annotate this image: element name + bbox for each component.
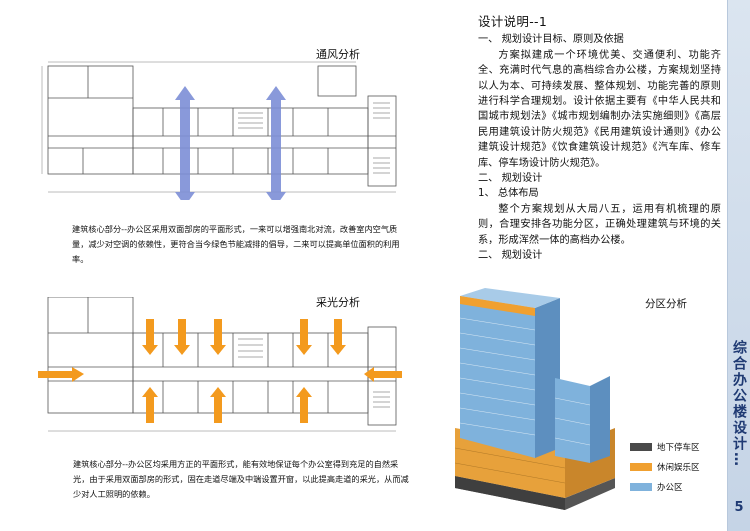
legend-label-parking: 地下停车区	[657, 443, 700, 453]
section-heading-planning-2: 二、 规划设计	[478, 250, 543, 262]
page-number: 5	[734, 500, 744, 515]
plan-top-annex	[317, 65, 357, 97]
legend-label-leisure: 休闲娱乐区	[657, 463, 700, 473]
ventilation-plan-drawing	[41, 61, 397, 200]
ventilation-floor-plan	[38, 58, 438, 200]
lighting-plan-drawing	[38, 297, 402, 432]
design-description: 设计说明--1 一、 规划设计目标、原则及依据 方案拟建成一个环境优美、交通便利…	[478, 14, 721, 264]
legend-item-leisure: 休闲娱乐区	[630, 461, 730, 473]
legend-label-office: 办公区	[657, 483, 683, 493]
ventilation-caption: 建筑核心部分--办公区采用双面部房的平面形式，一来可以增强南北对流，改善室内空气…	[72, 224, 400, 264]
zoning-building-illustration	[455, 288, 620, 523]
zoning-title: 分区分析	[645, 298, 687, 310]
legend-item-office: 办公区	[630, 481, 730, 493]
section-heading-goals: 一、 规划设计目标、原则及依据	[478, 34, 624, 46]
ventilation-title: 通风分析	[316, 48, 360, 61]
paragraph-goals: 方案拟建成一个环境优美、交通便利、功能齐全、充满时代气息的高档综合办公楼，方案规…	[478, 49, 721, 169]
legend-item-parking: 地下停车区	[630, 441, 730, 453]
description-title: 设计说明--1	[478, 14, 548, 29]
plan-left-block	[47, 65, 134, 175]
legend-swatch-office	[630, 483, 652, 491]
subsection-heading-layout: 1、 总体布局	[478, 188, 539, 200]
legend-swatch-leisure	[630, 463, 652, 471]
daylight-arrows	[38, 319, 402, 423]
paragraph-layout: 整个方案规划从大局八五，运用有机梳理的原则，合理安排各功能分区，正确处理建筑与环…	[478, 203, 721, 246]
airflow-arrows	[175, 86, 286, 200]
section-heading-planning: 二、 规划设计	[478, 173, 543, 185]
lighting-floor-plan	[38, 297, 438, 439]
page-sidebar	[727, 0, 750, 531]
sidebar-title: 综合办公楼设计…	[731, 340, 747, 468]
legend-swatch-parking	[630, 443, 652, 451]
plan-right-block	[367, 95, 397, 187]
lighting-caption: 建筑核心部分--办公区均采用方正的平面形式，能有效地保证每个办公室得到充足的自然…	[73, 459, 409, 499]
lighting-title: 采光分析	[316, 296, 360, 309]
